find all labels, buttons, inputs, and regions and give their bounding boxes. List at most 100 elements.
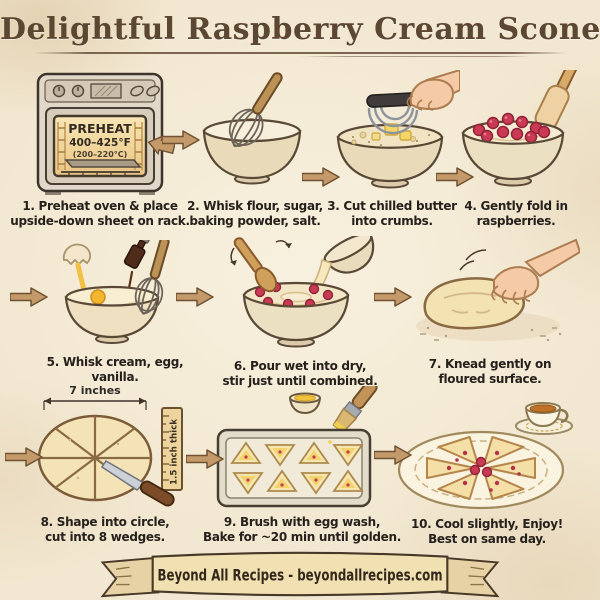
footer-ribbon: Beyond All Recipes - beyondallrecipes.co… (100, 551, 500, 598)
tea (529, 404, 557, 413)
bowl-body (64, 295, 160, 339)
knead-dough-icon (416, 238, 580, 342)
oven-display-preheat: PREHEAT (68, 121, 132, 136)
flow-arrow-row3-lead (5, 447, 43, 467)
step-7: 7. Knead gently on floured surface. (390, 238, 590, 388)
flow-arrow-3-4 (436, 167, 474, 187)
step-7-caption: 7. Knead gently on floured surface. (390, 357, 590, 388)
hand-icon (493, 266, 540, 300)
vanilla-bottle-icon (123, 240, 151, 269)
blender-blades (367, 103, 418, 135)
step-10-caption-line1: 10. Cool slightly, Enjoy! (411, 517, 563, 531)
step-3: 3. Cut chilled butter into crumbs. (302, 70, 482, 230)
title-underline-2 (300, 56, 530, 57)
bowl-body (461, 131, 565, 181)
wet-ingredients-icon (62, 240, 170, 344)
baking-tray-icon (216, 386, 378, 508)
hand-arm (524, 238, 580, 278)
ribbon-tail-left (100, 556, 160, 598)
step-3-caption-line2: into crumbs. (351, 214, 433, 229)
oven-icon: PREHEAT 400–425°F (200–220°C) (36, 72, 175, 195)
step-5-caption-line1: 5. Whisk cream, egg, (46, 355, 184, 369)
step-6: 6. Pour wet into dry, stir just until co… (200, 236, 400, 390)
step-6-caption-line2: stir just until combined. (222, 374, 378, 389)
raspberries (472, 112, 551, 144)
oven-display-temp-f: 400–425°F (69, 137, 131, 149)
cut-wedges-icon: 7 inches 1.5 inch thick (37, 384, 183, 507)
step-4-caption: 4. Gently fold in raspberries. (426, 199, 600, 230)
step-2-caption-line2: baking powder, salt. (189, 214, 321, 229)
step-9-caption-line2: Bake for ~20 min until golden. (202, 530, 402, 545)
cup-handle (559, 408, 569, 424)
pastry-brush-icon (332, 386, 378, 434)
egg-pour (75, 262, 87, 293)
step-4: 4. Gently fold in raspberries. (426, 70, 600, 230)
thickness-label: 1.5 inch thick (170, 418, 180, 485)
ribbon-tail-right (440, 556, 500, 598)
hand-icon (409, 78, 454, 111)
bowl-body (242, 293, 349, 342)
ribbon-band (151, 551, 449, 597)
step-8-caption: 8. Shape into circle, cut into 8 wedges. (5, 515, 205, 546)
step-8-caption-line2: cut into 8 wedges. (45, 530, 165, 545)
whisk-icon (134, 240, 170, 315)
step-5-caption: 5. Whisk cream, egg, vanilla. (15, 355, 215, 386)
flow-arrow-9-10 (374, 445, 412, 465)
knife-handle (139, 480, 175, 507)
ruler-icon (161, 407, 183, 491)
baking-sheet (64, 159, 142, 168)
raspberry-fold-icon (461, 70, 581, 187)
step-1-caption-line1: 1. Preheat oven & place (22, 199, 178, 213)
flow-arrow-5-6 (176, 287, 214, 307)
wooden-spoon-icon (233, 237, 277, 293)
whisk-icon (228, 72, 283, 148)
pour-mix-icon (229, 236, 374, 348)
step-1-caption: 1. Preheat oven & place upside-down shee… (10, 199, 190, 230)
plate-trim (414, 440, 548, 500)
baked-scones (426, 436, 536, 500)
step-9: 9. Brush with egg wash, Bake for ~20 min… (202, 386, 402, 546)
step-1-caption-line2: upside-down sheet on rack. (10, 214, 190, 229)
footer-text: Beyond All Recipes - beyondallrecipes.co… (157, 566, 442, 585)
flow-arrow-row2-lead (10, 287, 48, 307)
knead-motion-arcs (459, 249, 487, 271)
crumb (351, 139, 356, 145)
step-5-caption-line2: vanilla. (91, 370, 139, 385)
oven-dial (130, 85, 144, 97)
flow-arrow-8-9 (186, 449, 224, 469)
step-4-caption-line2: raspberries. (476, 214, 556, 229)
butter-cube (398, 130, 412, 141)
step-6-caption-line1: 6. Pour wet into dry, (233, 359, 367, 373)
oven-foot (45, 190, 61, 195)
whisk-bowl-icon (202, 72, 302, 185)
flow-arrow-6-7 (374, 287, 412, 307)
step-9-caption-line1: 9. Brush with egg wash, (223, 515, 381, 529)
serving-plate-icon (397, 402, 573, 510)
vanilla-drip (127, 270, 134, 290)
diameter-label: 7 inches (69, 384, 121, 397)
step-3-caption-line1: 3. Cut chilled butter (327, 199, 457, 213)
step-6-caption: 6. Pour wet into dry, stir just until co… (200, 359, 400, 390)
step-8-caption-line1: 8. Shape into circle, (40, 515, 170, 529)
flow-arrow-1-2 (162, 130, 200, 150)
step-2-caption-line1: 2. Whisk flour, sugar, (187, 199, 323, 213)
pastry-cutter-icon (336, 70, 460, 189)
oven-dial (146, 85, 160, 97)
flow-arrow-2-3 (302, 167, 340, 187)
egg-wash (294, 394, 316, 402)
step-10-caption-line2: Best on same day. (428, 532, 546, 547)
oven-display-temp-c: (200–220°C) (73, 150, 128, 159)
step-4-caption-line1: 4. Gently fold in (464, 199, 568, 213)
step-2: 2. Whisk flour, sugar, baking powder, sa… (165, 72, 345, 230)
step-7-caption-line2: floured surface. (438, 372, 542, 387)
wedge-cuts (39, 416, 151, 500)
step-10-caption: 10. Cool slightly, Enjoy! Best on same d… (387, 517, 587, 548)
eggshell-icon (62, 243, 91, 266)
step-7-caption-line1: 7. Knead gently on (428, 357, 552, 371)
recipe-title: Delightful Raspberry Cream Scones (0, 12, 600, 47)
butter-bit (370, 132, 381, 141)
crumb (359, 131, 366, 139)
pouring-bowl-icon (323, 236, 374, 274)
bowl-body (336, 135, 443, 183)
